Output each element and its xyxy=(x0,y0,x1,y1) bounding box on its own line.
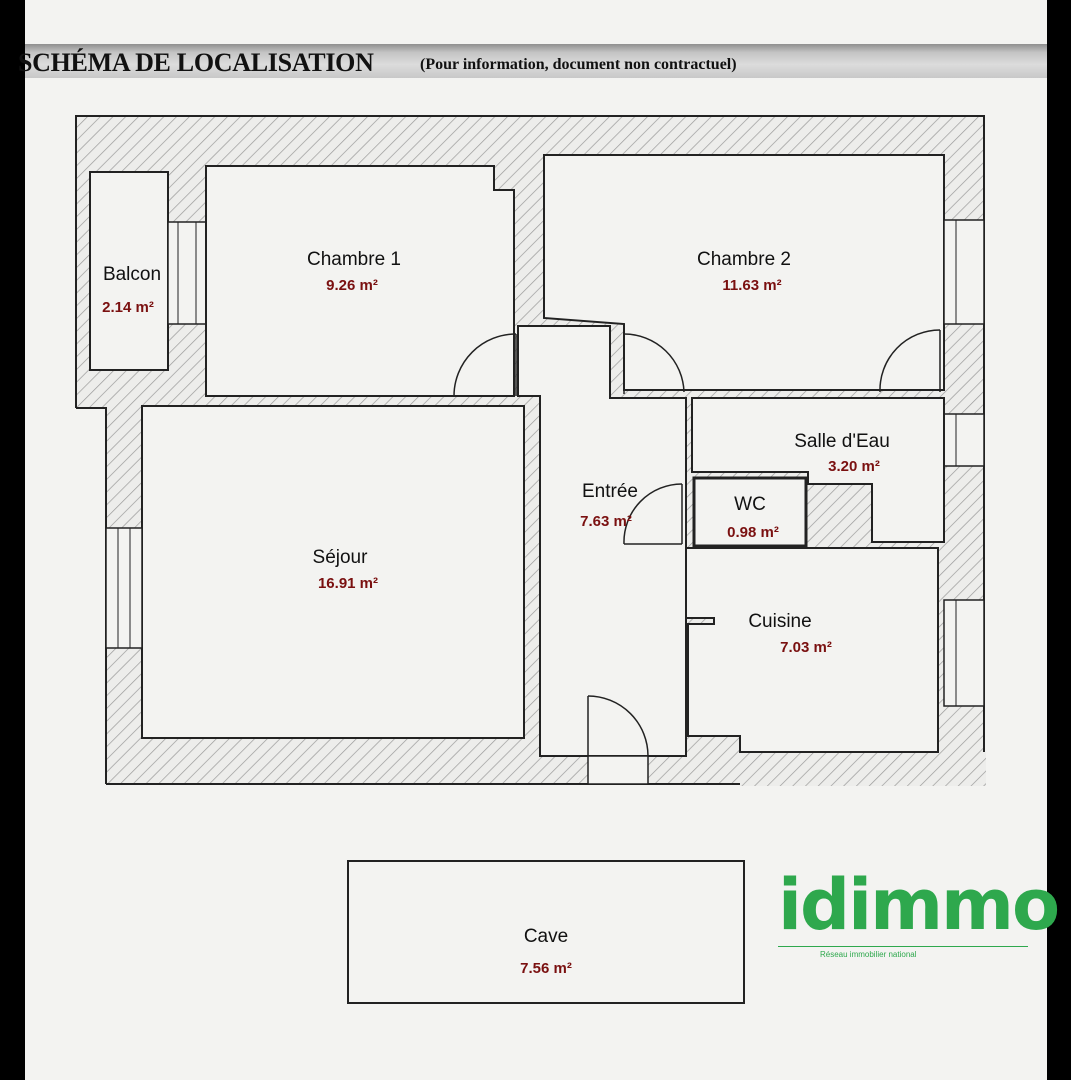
label-cuisine: Cuisine xyxy=(748,611,811,632)
room-wc xyxy=(692,476,808,548)
label-balcon: Balcon xyxy=(103,264,161,285)
label-entree: Entrée xyxy=(582,481,638,502)
header-band xyxy=(25,44,1047,78)
room-balcon xyxy=(89,171,169,371)
area-chambre-2: 11.63 m² xyxy=(722,277,781,294)
exterior-notch xyxy=(60,408,106,788)
page-subtitle: (Pour information, document non contract… xyxy=(420,56,737,73)
logo-underline xyxy=(778,946,1028,947)
label-chambre-1: Chambre 1 xyxy=(307,249,401,270)
page-title: SCHÉMA DE LOCALISATION xyxy=(18,48,374,77)
label-sejour: Séjour xyxy=(313,547,369,568)
window-chambre-2 xyxy=(943,219,985,325)
room-salle-eau xyxy=(691,397,945,543)
door-swings xyxy=(453,329,941,757)
area-cuisine: 7.03 m² xyxy=(780,639,832,656)
area-entree: 7.63 m² xyxy=(580,513,632,530)
room-cuisine xyxy=(685,547,939,753)
room-entree xyxy=(517,325,687,757)
room-chambre-1 xyxy=(205,165,515,397)
window-balcon xyxy=(167,221,207,325)
window-sejour xyxy=(105,527,143,649)
window-salle-eau xyxy=(943,413,985,467)
logo-tagline: Réseau immobilier national xyxy=(818,950,919,959)
logo-wordmark: idimmo xyxy=(778,864,1060,946)
area-balcon: 2.14 m² xyxy=(102,299,154,316)
area-salle-eau: 3.20 m² xyxy=(828,458,880,475)
area-cave: 7.56 m² xyxy=(520,960,572,977)
idimmo-logo: idimmo Réseau immobilier national xyxy=(778,864,1060,959)
room-cave xyxy=(347,860,745,1004)
label-cave: Cave xyxy=(524,926,568,947)
area-sejour: 16.91 m² xyxy=(318,575,378,592)
entrance-door-gap xyxy=(587,755,649,785)
room-sejour xyxy=(141,405,525,739)
area-chambre-1: 9.26 m² xyxy=(326,277,378,294)
label-salle-eau: Salle d'Eau xyxy=(794,431,890,452)
label-wc: WC xyxy=(734,494,766,515)
window-cuisine xyxy=(943,599,985,707)
label-chambre-2: Chambre 2 xyxy=(697,249,791,270)
area-wc: 0.98 m² xyxy=(727,524,779,541)
